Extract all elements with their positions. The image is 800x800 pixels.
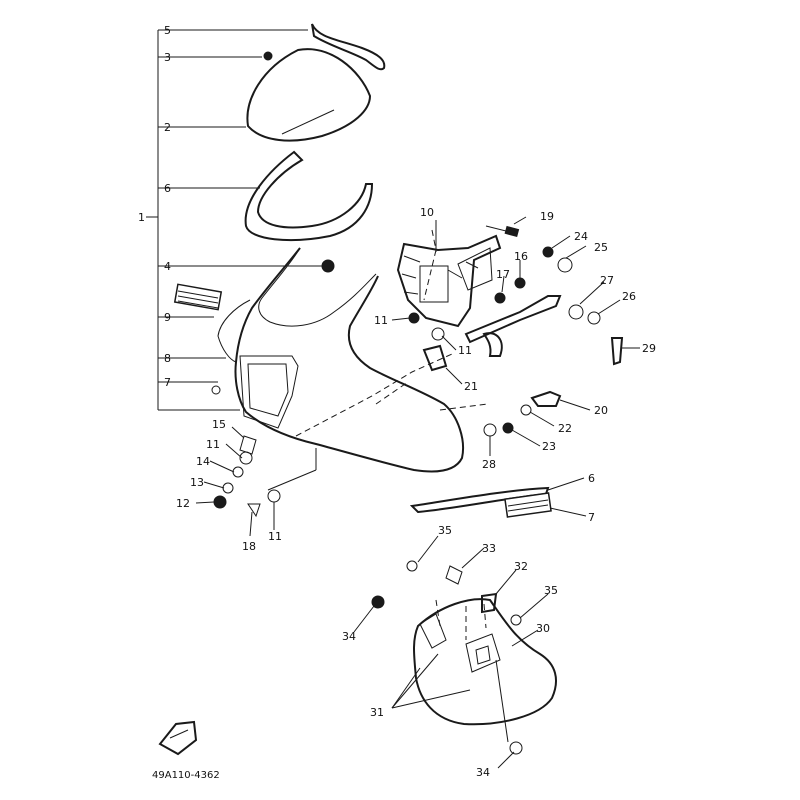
front-arrow-icon (158, 720, 198, 756)
callout-26: 26 (622, 290, 636, 303)
callout-9: 9 (164, 311, 171, 324)
callout-25: 25 (594, 241, 608, 254)
callout-11-b: 11 (458, 344, 472, 357)
callout-35-b: 35 (544, 584, 558, 597)
callout-11-d: 11 (268, 530, 282, 543)
leader-lines (195, 216, 640, 769)
upper-trim-part (244, 150, 374, 242)
callout-2: 2 (164, 121, 171, 134)
cowling-body-part (211, 247, 489, 491)
callout-35-a: 35 (438, 524, 452, 537)
grommet-part (321, 259, 335, 273)
callout-32: 32 (514, 560, 528, 573)
lower-emblem-part (504, 492, 552, 518)
callout-20: 20 (594, 404, 608, 417)
callout-27: 27 (600, 274, 614, 287)
callout-33: 33 (482, 542, 496, 555)
callout-19: 19 (540, 210, 554, 223)
callout-6: 6 (164, 182, 171, 195)
callout-11-a: 11 (374, 314, 388, 327)
bracket-assembly-part (396, 220, 502, 328)
callout-14: 14 (196, 455, 210, 468)
callout-34-b: 34 (476, 766, 490, 779)
callout-34-a: 34 (342, 630, 356, 643)
callout-10: 10 (420, 206, 434, 219)
screw-part (263, 51, 273, 61)
callout-28: 28 (482, 458, 496, 471)
callout-15: 15 (212, 418, 226, 431)
trim-strip-part (311, 23, 386, 71)
diagram-code: 49A110-4362 (152, 770, 220, 781)
fasteners-left (213, 435, 281, 518)
callout-1: 1 (138, 211, 145, 224)
callout-21: 21 (464, 380, 478, 393)
emblem-decal-part (173, 283, 223, 311)
callout-31: 31 (370, 706, 384, 719)
callout-labels: 5 3 2 6 1 4 9 8 7 10 19 24 25 16 17 27 2… (138, 24, 656, 781)
callout-18: 18 (242, 540, 256, 553)
windscreen-part (246, 48, 372, 142)
callout-5: 5 (164, 24, 171, 37)
callout-11-c: 11 (206, 438, 220, 451)
callout-12: 12 (176, 497, 190, 510)
callout-7: 7 (164, 376, 171, 389)
group-bracket (146, 29, 322, 411)
callout-24: 24 (574, 230, 588, 243)
callout-6-lower: 6 (588, 472, 595, 485)
callout-30: 30 (536, 622, 550, 635)
callout-22: 22 (558, 422, 572, 435)
callout-4: 4 (164, 260, 171, 273)
callout-23: 23 (542, 440, 556, 453)
callout-16: 16 (514, 250, 528, 263)
under-cowl-part (371, 560, 557, 755)
callout-3: 3 (164, 51, 171, 64)
callout-8: 8 (164, 352, 171, 365)
callout-29: 29 (642, 342, 656, 355)
callout-17: 17 (496, 268, 510, 281)
callout-13: 13 (190, 476, 204, 489)
callout-7-lower: 7 (588, 511, 595, 524)
